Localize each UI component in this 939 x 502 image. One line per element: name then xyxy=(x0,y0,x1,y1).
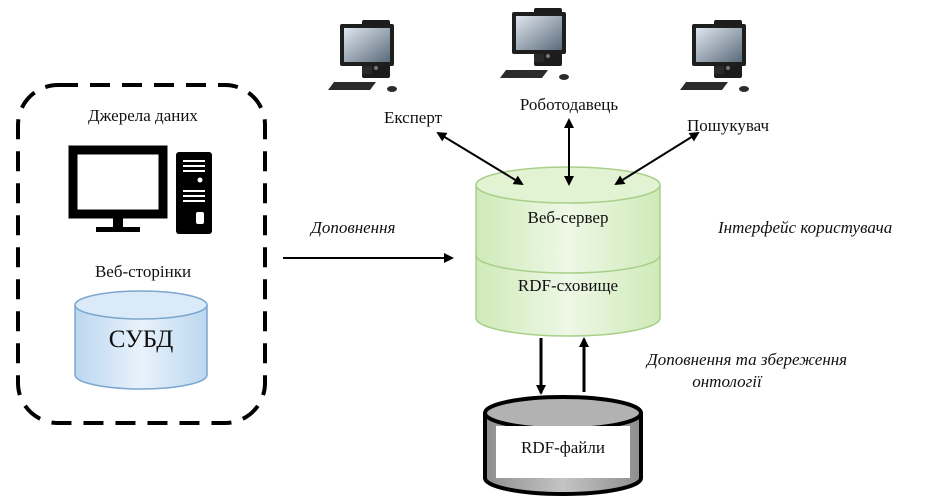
supplement-label: Доповнення xyxy=(311,218,396,237)
arrow-expert xyxy=(436,131,524,186)
pc-expert-icon xyxy=(328,20,397,92)
data-sources-title: Джерела даних xyxy=(88,106,198,125)
data-sources-frame xyxy=(16,83,267,425)
user-employer-label: Роботодавець xyxy=(519,95,619,114)
pc-job-seeker-icon xyxy=(680,20,749,92)
web-pages-label: Веб-сторінки xyxy=(94,262,192,281)
dbms-label: СУБД xyxy=(108,326,174,353)
pc-employer-icon xyxy=(500,8,569,80)
ontology-label-line1: Доповнення та збереження xyxy=(646,350,848,369)
ontology-label-line2: онтології xyxy=(692,372,762,391)
user-expert-label: Експерт xyxy=(383,108,443,127)
rdf-files-label: RDF-файли xyxy=(521,438,605,457)
user-interface-label: Інтерфейс користувача xyxy=(718,218,893,237)
arrow-job-seeker xyxy=(614,131,700,186)
user-job-seeker-label: Пошукувач xyxy=(686,116,770,135)
dbms-cylinder xyxy=(74,290,208,390)
server-cylinder xyxy=(475,166,661,337)
computer-icon xyxy=(68,145,212,234)
web-server-label: Веб-сервер xyxy=(527,208,609,227)
rdf-files-cylinder xyxy=(483,395,643,496)
rdf-storage-label: RDF-сховище xyxy=(517,276,619,295)
